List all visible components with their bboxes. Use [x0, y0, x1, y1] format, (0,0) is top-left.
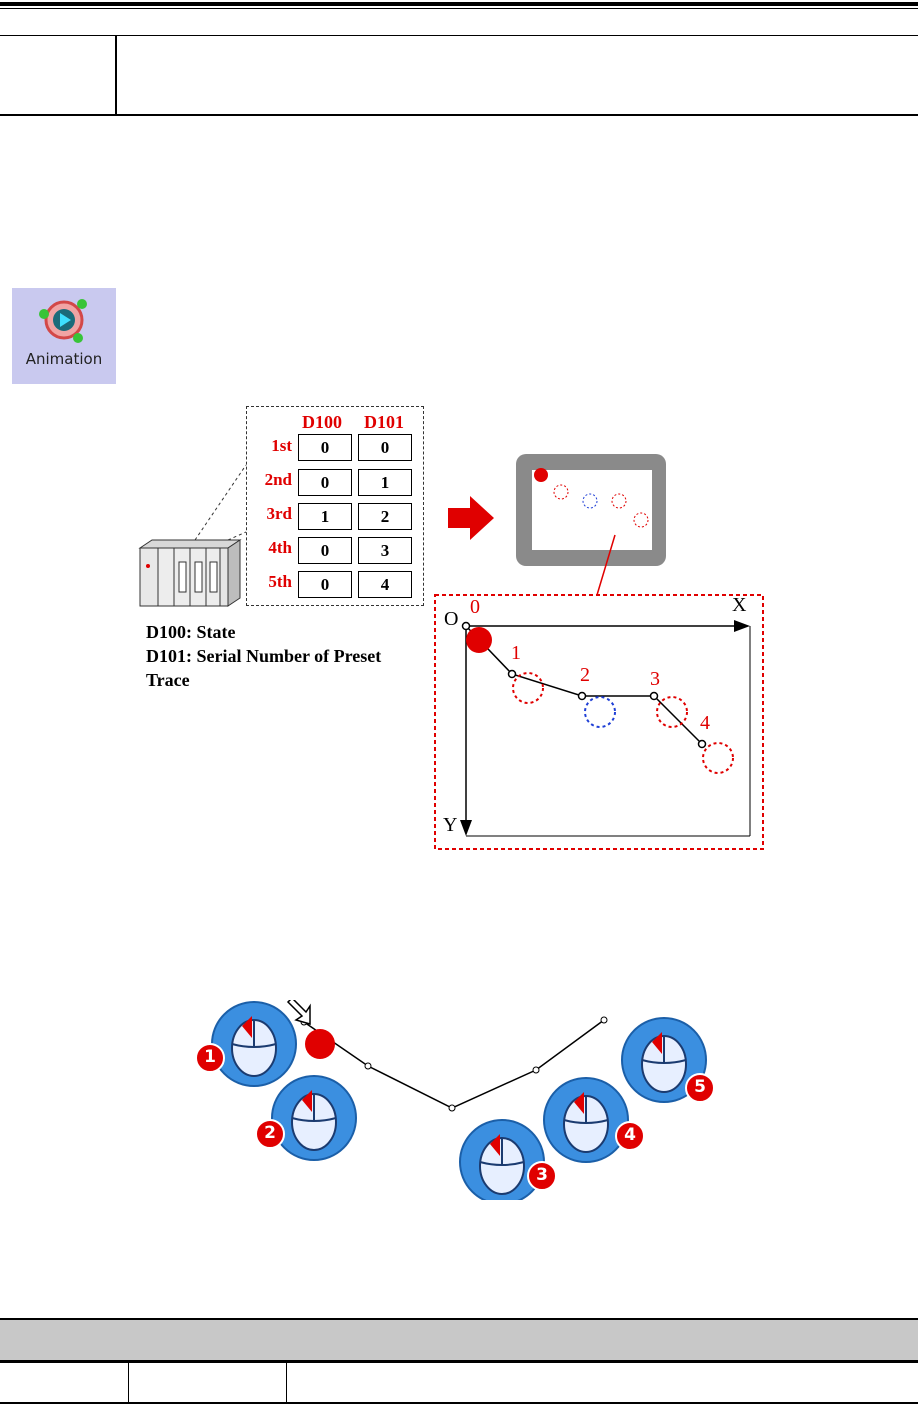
hmi-screen	[532, 470, 652, 550]
column-header-d101: D101	[364, 412, 404, 432]
note-d101-cont: Trace	[146, 670, 190, 690]
register-callout-box	[246, 406, 424, 606]
d101-cell: 2	[358, 503, 412, 530]
trace-object	[466, 627, 492, 653]
d100-cell: 0	[298, 571, 352, 598]
zoom-line	[596, 534, 616, 596]
mouse-icon	[271, 1075, 357, 1161]
note-d101: D101: Serial Number of Preset	[146, 646, 382, 666]
callout-line-upper	[194, 464, 247, 541]
row-label: 4th	[268, 538, 292, 557]
footer-table-top	[0, 1318, 918, 1320]
d101-cell: 1	[358, 469, 412, 496]
x-axis-arrow-icon	[734, 620, 750, 632]
callout-line-lower	[227, 531, 247, 541]
right-arrow-icon	[448, 496, 494, 540]
point-label: 1	[511, 642, 521, 664]
footer-table-bottom	[0, 1402, 918, 1404]
d100-cell: 1	[298, 503, 352, 530]
point-label: 0	[470, 596, 480, 618]
header-table-divider	[115, 35, 117, 115]
row-label: 2nd	[264, 470, 292, 489]
column-header-d100: D100	[302, 412, 342, 432]
step-number: 5	[694, 1077, 706, 1097]
y-axis-label: Y	[443, 814, 458, 836]
header-top-rule-thin	[0, 8, 918, 9]
row-label: 3rd	[266, 504, 293, 523]
header-top-rule	[0, 2, 918, 6]
row-label: 1st	[271, 436, 292, 455]
footer-header-rule	[0, 1360, 918, 1363]
d100-cell: 0	[298, 469, 352, 496]
note-d100: D100: State	[146, 622, 236, 642]
step-number: 2	[264, 1123, 276, 1143]
footer-header-bar	[0, 1320, 918, 1362]
mouse-icon	[543, 1077, 629, 1163]
d100-cell: 0	[298, 537, 352, 564]
point-label: 3	[650, 668, 660, 690]
d100-cell: 0	[298, 434, 352, 461]
animation-icon[interactable]: Animation	[12, 288, 116, 384]
header-table-bottom	[0, 114, 918, 116]
point-label: 4	[700, 712, 710, 734]
row-label: 5th	[268, 572, 292, 591]
y-axis-arrow-icon	[460, 820, 472, 836]
footer-divider-2	[286, 1363, 287, 1404]
step-number: 3	[536, 1165, 548, 1185]
moving-object	[305, 1029, 335, 1059]
trace-diagram	[434, 594, 764, 850]
trace-zoom-box	[434, 594, 764, 850]
animation-icon-label: Animation	[25, 350, 103, 368]
mouse-steps-illustration	[195, 1000, 715, 1200]
step-number: 1	[204, 1047, 216, 1067]
point-label: 2	[580, 664, 590, 686]
origin-label: O	[444, 608, 459, 630]
header-table-top	[0, 35, 918, 36]
cursor-icon	[287, 1000, 311, 1025]
footer-divider-1	[128, 1363, 129, 1404]
animation-glyph-icon	[39, 299, 87, 343]
x-axis-label: X	[732, 594, 747, 616]
plc-rack	[138, 539, 242, 607]
mouse-icon	[459, 1119, 545, 1200]
d101-cell: 3	[358, 537, 412, 564]
d101-cell: 0	[358, 434, 412, 461]
step-number: 4	[624, 1125, 636, 1145]
hmi-screen-illustration	[448, 454, 666, 596]
plc-device-illustration	[138, 464, 247, 607]
mouse-icon	[211, 1001, 297, 1087]
d101-cell: 4	[358, 571, 412, 598]
